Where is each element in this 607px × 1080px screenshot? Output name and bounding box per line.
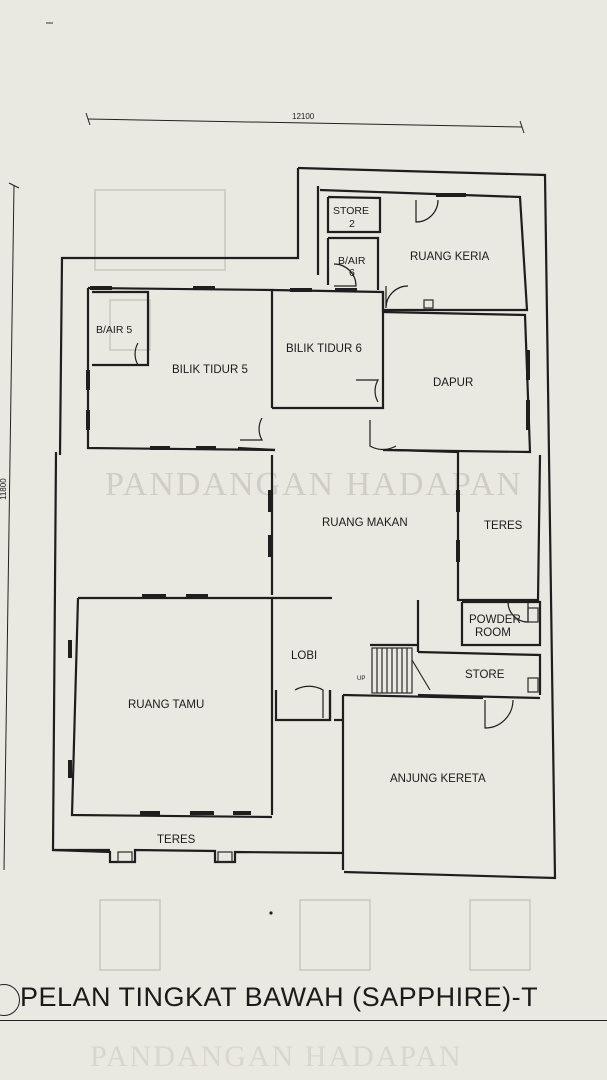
- plan-caption: PELAN TINGKAT BAWAH (SAPPHIRE)-T: [20, 982, 539, 1012]
- depth-dimension-label: 11800: [0, 478, 8, 500]
- room-label-powder: POWDER: [469, 614, 521, 626]
- interior-walls: [70, 195, 542, 870]
- caption-underline: [0, 1020, 607, 1021]
- outer-walls: [51, 166, 557, 880]
- room-label-bair-6: B/AIR: [338, 255, 366, 267]
- room-label-bair-5: B/AIR 5: [96, 324, 132, 336]
- room-label-teres-right: TERES: [484, 520, 523, 532]
- room-label-powder-room: ROOM: [475, 627, 511, 639]
- stair-up-label: UP: [357, 676, 365, 682]
- width-dimension-label: 12100: [292, 112, 315, 121]
- ghost-title: PANDANGAN HADAPAN: [105, 466, 523, 503]
- windows: [68, 193, 530, 815]
- room-label-dapur: DAPUR: [433, 377, 473, 389]
- room-label-store-2: STORE: [333, 205, 369, 217]
- room-label-ruang-tamu: RUANG TAMU: [128, 699, 204, 711]
- room-label-bair-6-number: 6: [349, 267, 355, 279]
- ghost-elevation: PANDANGAN HADAPAN: [94, 189, 531, 971]
- room-label-ruang-keria: RUANG KERIA: [410, 251, 490, 263]
- depth-dimension: 11800: [0, 182, 20, 871]
- width-dimension: 12100: [85, 112, 525, 134]
- room-labels: STORE 2 B/AIR 6 RUANG KERIA B/AIR 5 BILI…: [96, 205, 523, 846]
- ghost-bottom-text: PANDANGAN HADAPAN: [90, 1040, 463, 1073]
- room-label-store-2-number: 2: [349, 218, 355, 230]
- room-label-anjung-kereta: ANJUNG KERETA: [390, 773, 486, 785]
- stray-dot: [269, 911, 273, 915]
- staircase: UP: [357, 647, 431, 694]
- room-label-ruang-makan: RUANG MAKAN: [322, 517, 408, 529]
- room-label-store: STORE: [465, 669, 505, 681]
- doors: [116, 199, 539, 863]
- room-label-lobi: LOBI: [291, 650, 317, 662]
- room-label-bilik-tidur-5: BILIK TIDUR 5: [172, 364, 248, 376]
- room-label-teres-bottom: TERES: [157, 834, 196, 846]
- room-label-bilik-tidur-6: BILIK TIDUR 6: [286, 343, 362, 355]
